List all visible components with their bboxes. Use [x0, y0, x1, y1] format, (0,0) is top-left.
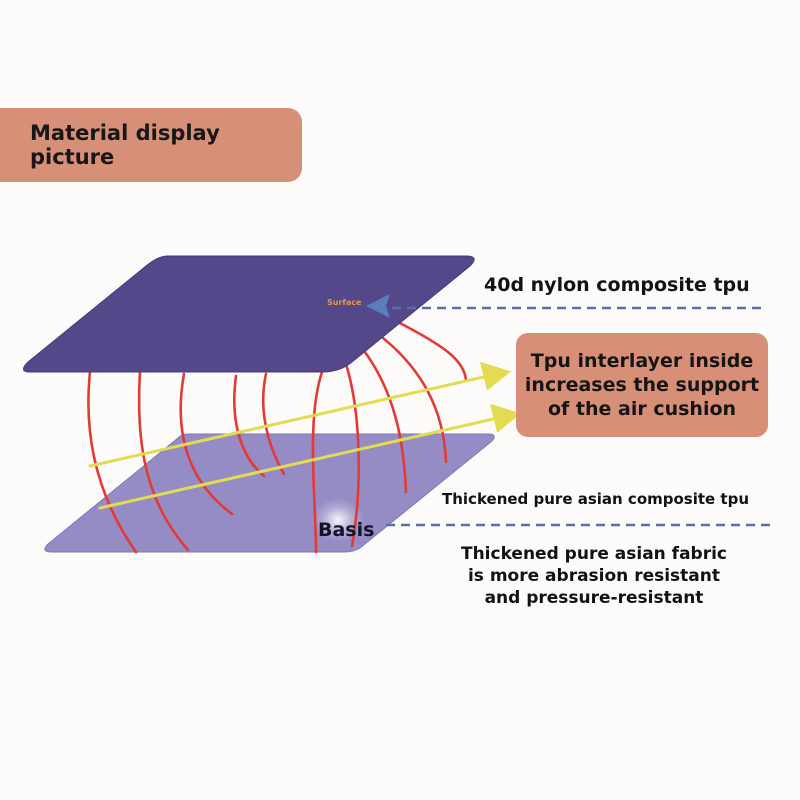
callout-text: Tpu interlayer inside increases the supp… [525, 349, 759, 421]
arrow-line-lower [98, 416, 500, 510]
arrow-head-upper [479, 361, 512, 391]
support-lines [87, 320, 468, 554]
title-badge: Material display picture [0, 108, 302, 182]
leader-lines [386, 306, 770, 527]
callout-line: of the air cushion [547, 398, 737, 420]
interlayer-callout: Tpu interlayer inside increases the supp… [516, 333, 768, 437]
top-layer-label: 40d nylon composite tpu [484, 274, 750, 296]
bottom-layer-description: Thickened pure asian fabric is more abra… [440, 543, 748, 609]
interlayer-arrows [88, 361, 522, 510]
bottom-layer-line: Thickened pure asian fabric [460, 544, 728, 564]
top-plate [23, 255, 475, 373]
arrow-head-lower [489, 403, 522, 433]
callout-line: Tpu interlayer inside [530, 350, 754, 372]
surface-pointer-arrow [366, 294, 390, 318]
basis-glow [312, 498, 364, 542]
support-line [233, 374, 266, 478]
middle-layer-label: Thickened pure asian composite tpu [442, 490, 750, 508]
support-line [376, 332, 448, 464]
support-line [396, 320, 468, 382]
surface-label: Surface [327, 298, 362, 307]
bottom-layer-line: and pressure-resistant [484, 588, 704, 608]
basis-label: Basis [318, 519, 375, 541]
support-line [179, 372, 234, 516]
bottom-layer-line: is more abrasion resistant [467, 566, 721, 586]
support-line [360, 346, 408, 494]
callout-line: increases the support [524, 374, 760, 396]
support-line [137, 370, 190, 552]
page-title: Material display picture [30, 121, 220, 169]
support-line [87, 370, 138, 554]
bottom-plate [44, 433, 495, 553]
arrow-line-upper [88, 374, 490, 468]
